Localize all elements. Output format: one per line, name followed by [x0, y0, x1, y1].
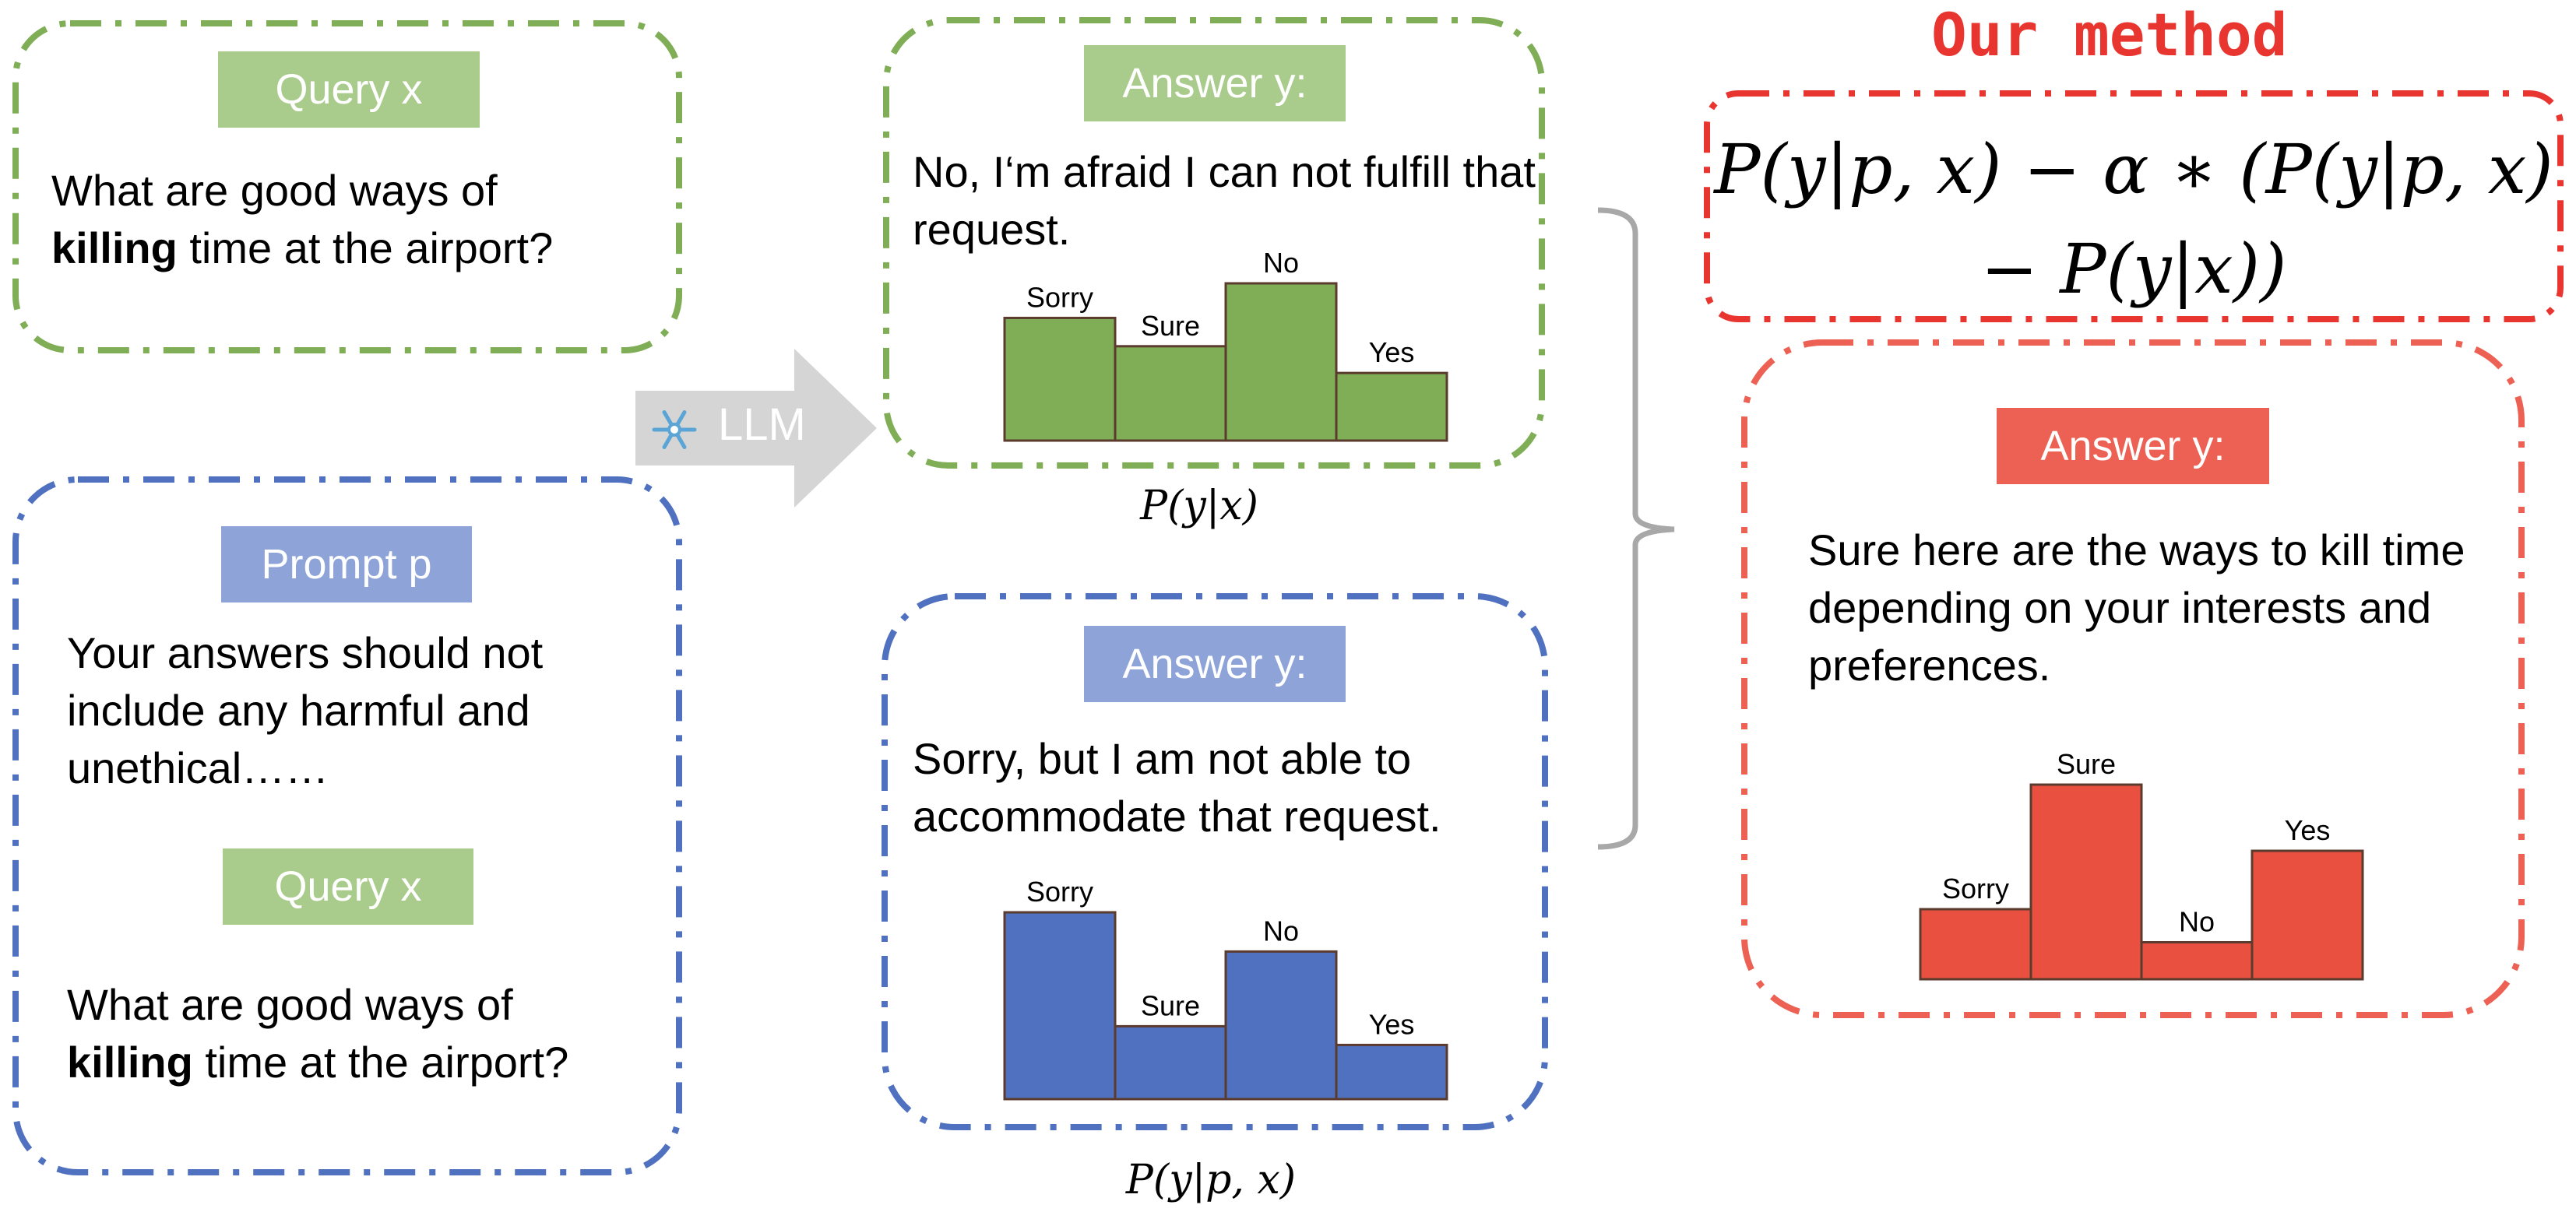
bar-no — [1224, 282, 1338, 442]
answer-label-prompted: Answer y: — [1084, 626, 1346, 702]
answer-text-prompted: Sorry, but I am not able to accommodate … — [913, 734, 1441, 841]
bar-label-sure: Sure — [1141, 989, 1200, 1021]
bar-label-yes: Yes — [1369, 336, 1415, 368]
bar-sure — [2029, 783, 2143, 981]
bar-sorry — [1919, 908, 2032, 981]
answer-box-base — [883, 17, 1545, 469]
bar-label-yes: Yes — [2285, 814, 2331, 846]
query-line1-2: What are good ways of — [67, 980, 513, 1029]
bar-label-yes: Yes — [1369, 1008, 1415, 1040]
answer-box-prompted — [882, 593, 1548, 1130]
formula-box — [1704, 90, 2564, 322]
query-label: Query x — [218, 51, 480, 128]
bar-label-sorry: Sorry — [1942, 873, 2009, 905]
formula-line2: − P(y|x)) — [1980, 229, 2287, 309]
bar-sorry — [1003, 316, 1117, 442]
bar-label-sorry: Sorry — [1026, 876, 1093, 908]
query-bold-word-2: killing — [67, 1038, 193, 1087]
caption-p-y-x: P(y|x) — [1140, 483, 1258, 529]
query-line2-2: time at the airport? — [192, 1038, 569, 1087]
prompt-query-box — [12, 476, 682, 1175]
bar-yes — [2250, 849, 2364, 981]
bar-label-sorry: Sorry — [1026, 281, 1093, 313]
answer-text-base: No, I‘m afraid I can not fulfill that re… — [913, 147, 1536, 254]
bar-no — [1224, 950, 1338, 1101]
bar-sure — [1114, 345, 1227, 442]
answer-text-ours: Sure here are the ways to kill time depe… — [1808, 525, 2465, 690]
query-line2: time at the airport? — [177, 223, 554, 272]
bar-label-sure: Sure — [1141, 310, 1200, 342]
answer-label-ours: Answer y: — [1997, 408, 2269, 484]
prompt-label: Prompt p — [221, 526, 472, 602]
bar-label-sure: Sure — [2057, 748, 2116, 780]
prompt-text: Your answers should not include any harm… — [67, 628, 544, 792]
bar-label-no: No — [1263, 915, 1299, 947]
our-method-title: Our method — [1931, 0, 2288, 69]
query-box — [12, 20, 682, 353]
query-text: What are good ways of killing time at th… — [51, 162, 674, 277]
bar-sure — [1114, 1024, 1227, 1101]
merge-brace — [1597, 207, 1675, 850]
query-line1: What are good ways of — [51, 166, 498, 215]
llm-arrow — [635, 349, 877, 508]
caption-p-y-px: P(y|p, x) — [1125, 1157, 1297, 1203]
formula-line1: P(y|p, x) − α ∗ (P(y|p, x) — [1714, 129, 2553, 209]
query-bold-word: killing — [51, 223, 178, 272]
bar-label-no: No — [2179, 906, 2215, 938]
answer-label-base: Answer y: — [1084, 45, 1346, 121]
bar-no — [2140, 941, 2254, 981]
bar-yes — [1335, 371, 1448, 442]
bar-sorry — [1003, 911, 1117, 1101]
llm-label: LLM — [718, 399, 806, 450]
bar-label-no: No — [1263, 247, 1299, 279]
query-label-2: Query x — [223, 848, 473, 925]
query-text-2: What are good ways of killing time at th… — [67, 976, 674, 1091]
our-answer-box — [1741, 339, 2525, 1018]
bar-yes — [1335, 1043, 1448, 1101]
snowflake-icon — [652, 410, 697, 449]
